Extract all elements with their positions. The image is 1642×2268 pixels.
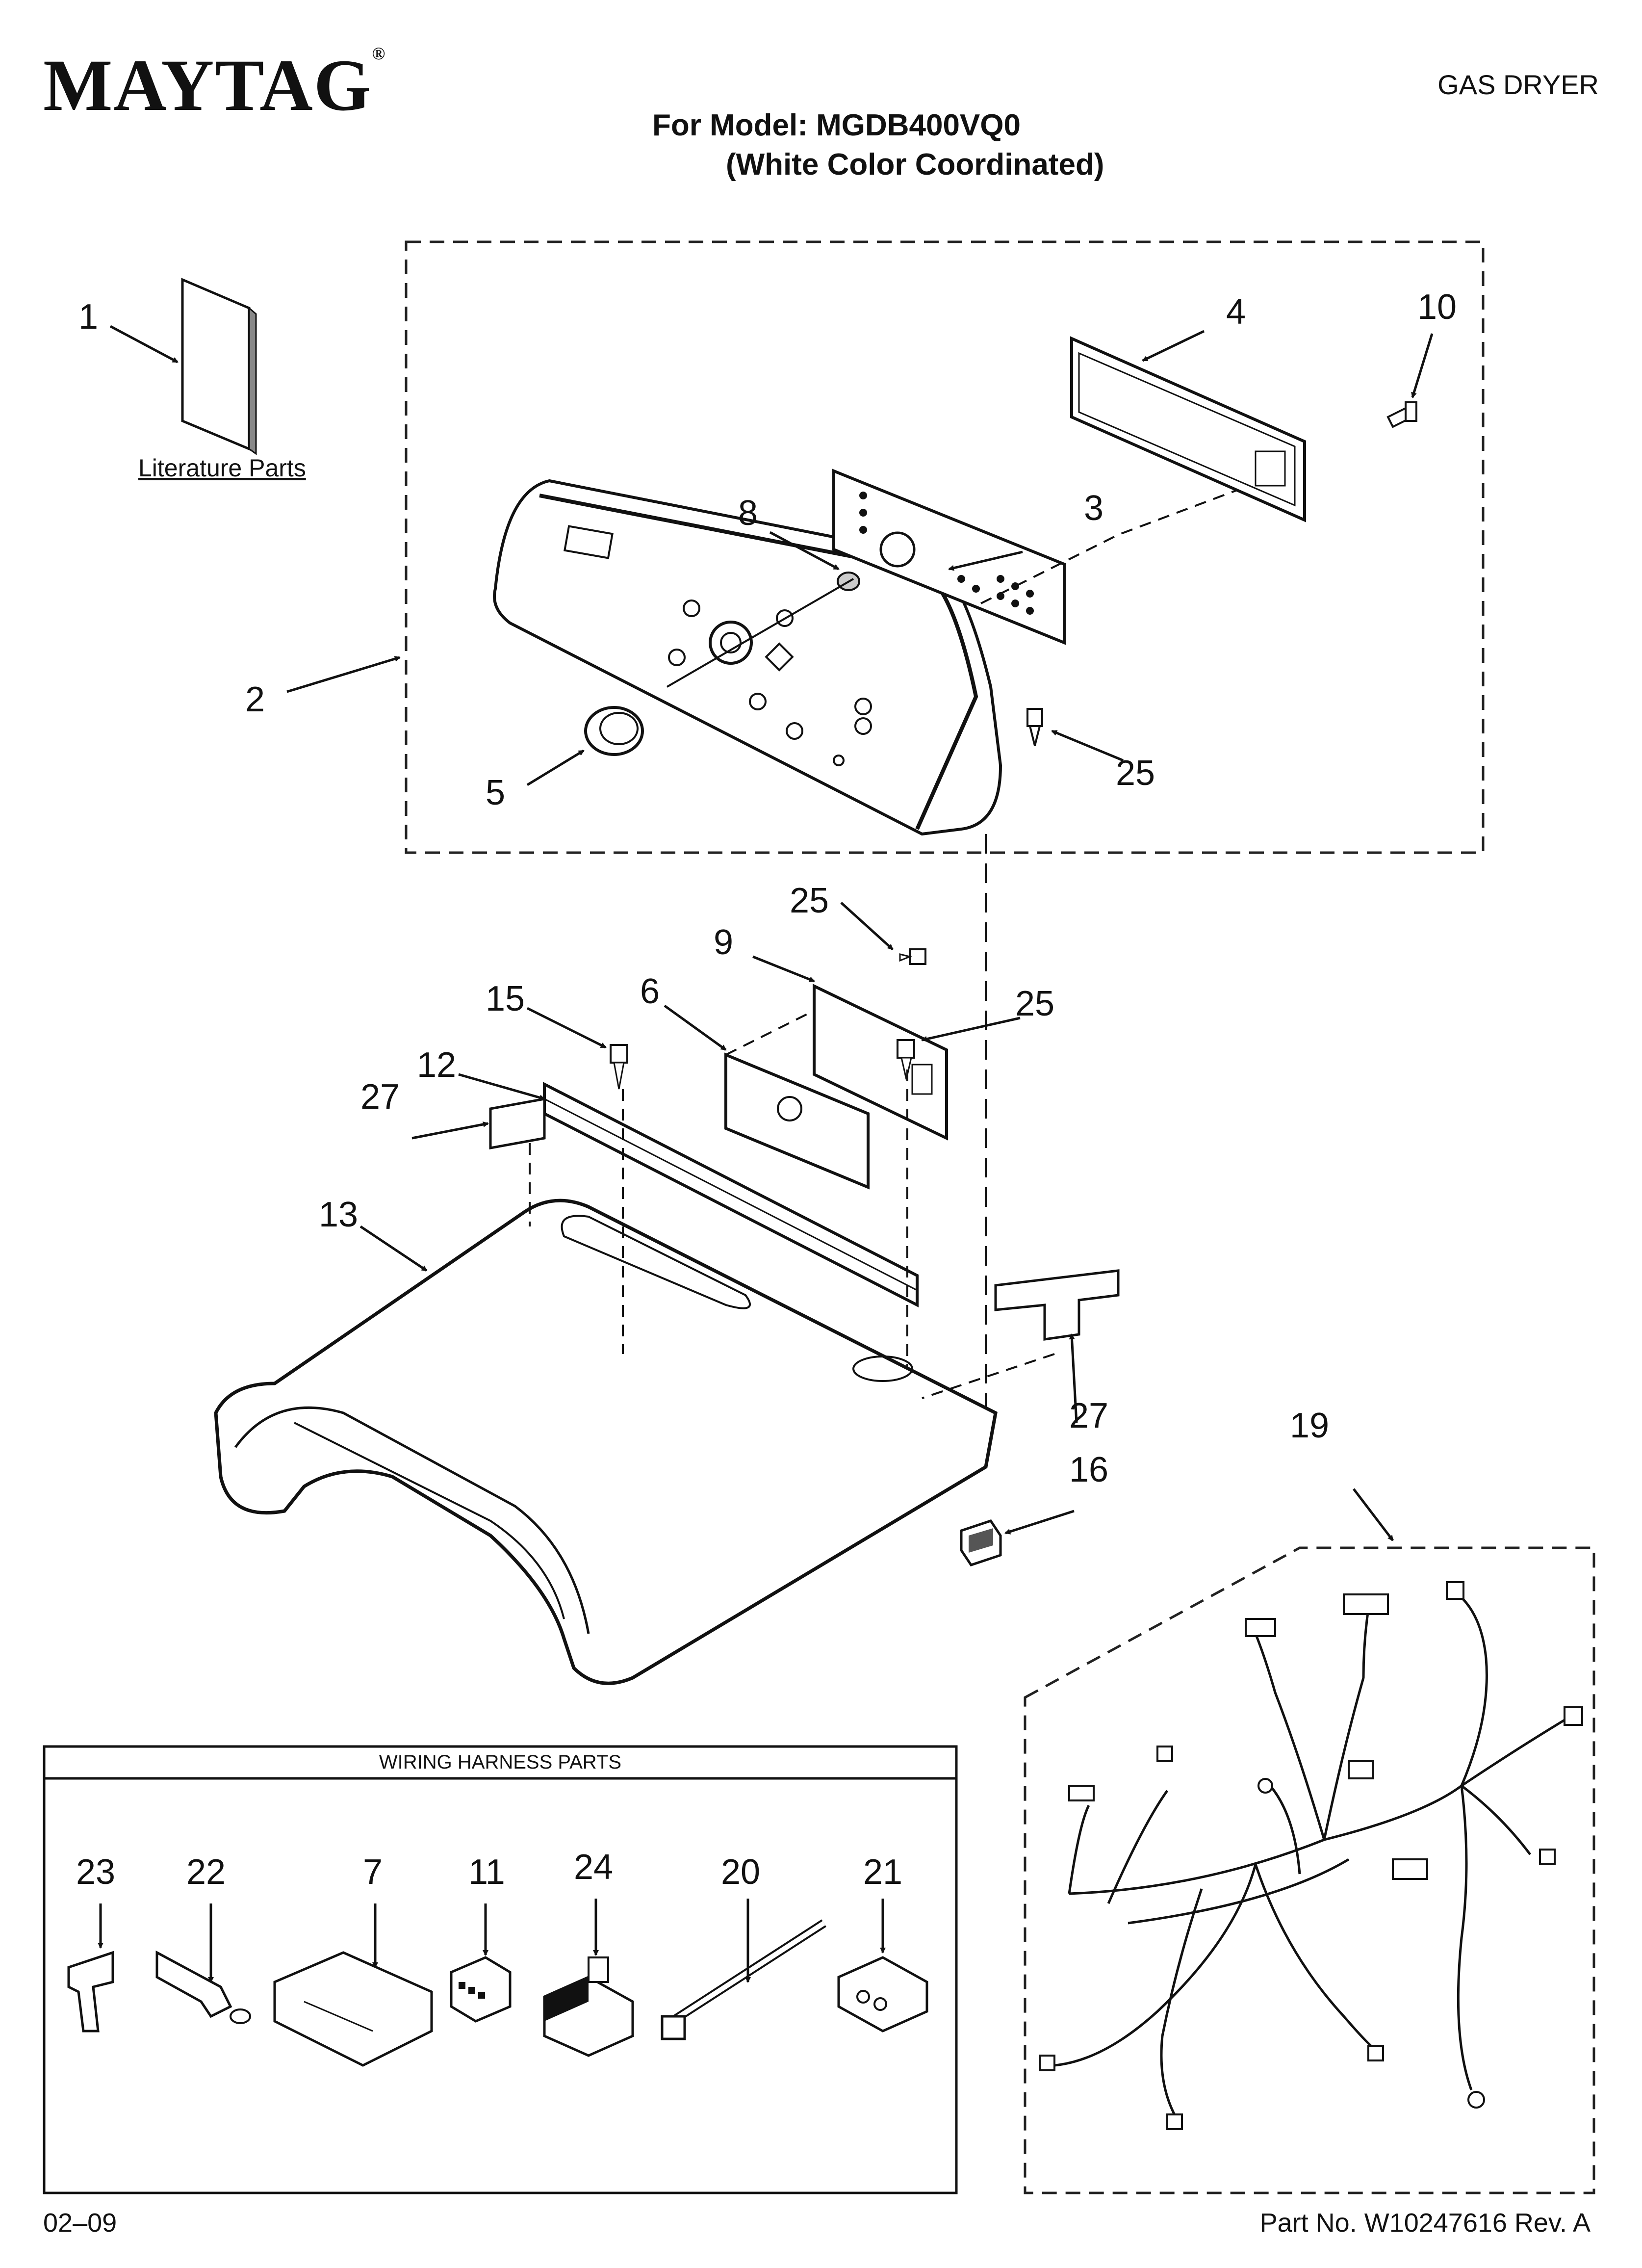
brand-logo: MAYTAG® [43, 43, 386, 128]
callout-27-left: 27 [360, 1077, 400, 1117]
pad-27-right [994, 1269, 1120, 1341]
part-number: Part No. W10247616 Rev. A [1259, 2208, 1591, 2238]
screw-25-middle [899, 948, 926, 965]
main-wire-harness [1054, 1588, 1570, 2120]
callout-21: 21 [863, 1852, 903, 1892]
tie-strap-20 [661, 1919, 826, 2040]
ui-housing [1070, 336, 1306, 522]
callout-9: 9 [714, 923, 734, 962]
screw-15 [610, 1044, 628, 1090]
callout-16: 16 [1069, 1450, 1109, 1489]
callout-7: 7 [363, 1852, 383, 1892]
document-type: GAS DRYER [1437, 69, 1599, 100]
callout-24: 24 [574, 1848, 614, 1887]
callout-23: 23 [76, 1852, 116, 1892]
callout-6: 6 [640, 972, 660, 1011]
model-title: For Model: MGDB400VQ0 [652, 108, 1021, 142]
callout-11: 11 [468, 1852, 505, 1892]
harness-connectors [1039, 1581, 1583, 2130]
callout-15: 15 [486, 979, 525, 1018]
callout-5: 5 [486, 773, 506, 812]
console-group-box [405, 240, 1485, 854]
callout-25-bracket-top: 25 [790, 881, 829, 920]
callout-3: 3 [1084, 489, 1104, 528]
registered-mark: ® [372, 44, 386, 63]
control-knob [584, 706, 644, 756]
callout-10: 10 [1417, 287, 1457, 327]
literature-parts-label: Literature Parts [138, 454, 306, 482]
brand-name: MAYTAG [43, 45, 372, 126]
harness-parts-title: WIRING HARNESS PARTS [379, 1751, 622, 1773]
glide-foot [960, 1519, 1002, 1566]
harness-parts-box [43, 1745, 958, 2194]
terminal-22 [155, 1950, 251, 2024]
model-color: (White Color Coordinated) [726, 148, 1104, 182]
top-panel [214, 1199, 998, 1685]
screw-25-right [897, 1039, 915, 1080]
date-code: 02–09 [43, 2208, 117, 2238]
callout-arrows [98, 325, 1434, 1983]
callout-19: 19 [1290, 1406, 1330, 1445]
mounting-bracket [813, 984, 948, 1141]
connector-24 [543, 1956, 634, 2057]
connector-7 [273, 1951, 433, 2067]
callout-13: 13 [319, 1195, 359, 1234]
harness-group-box [1024, 1546, 1595, 2194]
literature-booklet [181, 278, 257, 455]
callout-12: 12 [417, 1045, 457, 1085]
clip-23 [67, 1951, 114, 2033]
screw-25-upper [1026, 708, 1043, 746]
callout-25-console: 25 [1116, 754, 1155, 793]
screw-10 [1386, 401, 1417, 428]
connector-21 [837, 1956, 928, 2033]
connector-11 [450, 1956, 512, 2023]
pad-27-left [489, 1097, 546, 1149]
machine-control-board [724, 1052, 870, 1190]
callout-22: 22 [186, 1852, 226, 1892]
callout-4: 4 [1226, 292, 1246, 332]
callout-1: 1 [78, 297, 99, 337]
callout-27-right: 27 [1069, 1396, 1109, 1435]
callout-8: 8 [738, 494, 758, 533]
callout-25-bracket-side: 25 [1015, 984, 1055, 1023]
callout-20: 20 [721, 1852, 761, 1892]
user-interface-board [832, 469, 1066, 645]
callout-2: 2 [245, 680, 265, 719]
